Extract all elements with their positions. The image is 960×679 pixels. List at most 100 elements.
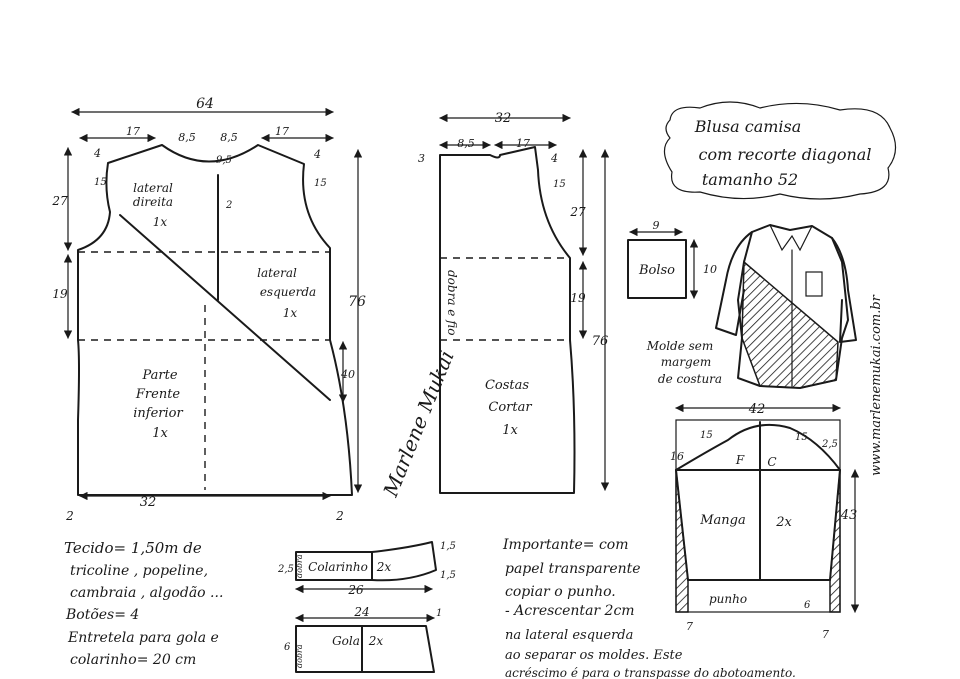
front-4-left: 4 xyxy=(93,147,101,160)
sleeve-front-letter: F xyxy=(735,453,745,467)
pocket-piece: 9 Bolso 10 xyxy=(627,219,717,299)
collar-dobra: dobra xyxy=(295,554,304,578)
pocket-height: 10 xyxy=(703,263,717,276)
materials-line5: Entretela para gola e xyxy=(67,630,219,646)
title-line1: Blusa camisa xyxy=(694,117,802,136)
pocket-outline xyxy=(627,239,687,299)
front-diagonal-cut xyxy=(119,214,331,401)
front-19: 19 xyxy=(52,287,68,301)
note-line7: acréscimo é para o transpasse do abotoam… xyxy=(505,666,796,679)
back-outline xyxy=(439,146,576,494)
blouse-left-sleeve xyxy=(715,231,753,336)
front-2-left: 2 xyxy=(65,509,74,523)
back-width: 32 xyxy=(495,111,512,126)
front-top-17-right: 17 xyxy=(275,125,289,138)
no-seam-line2: margem xyxy=(661,355,711,369)
front-15-left: 15 xyxy=(94,177,107,188)
sleeve-cuff-label: punho xyxy=(709,592,747,606)
blouse-diagonal-panel xyxy=(741,260,839,389)
back-17: 17 xyxy=(516,137,530,150)
collar-label: Colarinho xyxy=(308,560,368,574)
back-85: 8,5 xyxy=(457,137,475,150)
front-95: 9,5 xyxy=(216,155,232,166)
parte-frente-count: 1x xyxy=(152,426,168,441)
sleeve-43: 43 xyxy=(840,508,858,523)
no-seam-line3: de costura xyxy=(658,372,722,386)
materials-note: Tecido= 1,50m de tricoline , popeline, c… xyxy=(64,539,223,668)
front-width-label: 64 xyxy=(196,96,214,112)
materials-line2: tricoline , popeline, xyxy=(70,563,208,579)
band-6: 6 xyxy=(284,642,291,653)
title-cloud: Blusa camisa com recorte diagonal tamanh… xyxy=(663,101,897,200)
lateral-direita-line2: direita xyxy=(133,195,173,209)
blouse-pocket xyxy=(805,271,823,297)
note-line3: copiar o punho. xyxy=(505,584,616,600)
parte-frente-line1: Parte xyxy=(141,368,177,383)
collar-15-top: 1,5 xyxy=(440,541,456,552)
lateral-direita-line1: lateral xyxy=(133,181,173,195)
collar-15-bottom: 1,5 xyxy=(440,570,456,581)
lateral-direita-count: 1x xyxy=(153,215,168,229)
signature: Marlene Mukai xyxy=(378,347,459,501)
lateral-esquerda-count: 1x xyxy=(283,306,298,320)
back-fold-label: dobra e fio xyxy=(445,270,459,335)
front-top-85-left: 8,5 xyxy=(178,131,196,144)
front-outline xyxy=(77,144,353,496)
lateral-esquerda-line1: lateral xyxy=(257,266,297,280)
collar-25: 2,5 xyxy=(277,564,294,575)
sleeve-6: 6 xyxy=(804,600,811,611)
front-pattern: 64 17 8,5 8,5 17 27 19 76 40 4 4 9,5 15 … xyxy=(51,96,366,523)
note-line4: - Acrescentar 2cm xyxy=(505,603,635,619)
back-4: 4 xyxy=(550,152,558,165)
front-76: 76 xyxy=(348,294,366,310)
sleeve-right-seam xyxy=(829,469,841,613)
front-2-right: 2 xyxy=(335,509,344,523)
band-length: 24 xyxy=(353,605,369,619)
back-3: 3 xyxy=(418,152,425,165)
no-seam-line1: Molde sem xyxy=(646,339,714,353)
collar-piece: dobra Colarinho 2x 2,5 1,5 1,5 26 xyxy=(277,541,456,597)
blouse-body xyxy=(737,224,849,389)
back-19: 19 xyxy=(570,291,586,305)
sleeve-7-right: 7 xyxy=(822,628,829,641)
sleeve-back-letter: C xyxy=(767,455,776,469)
materials-line1: Tecido= 1,50m de xyxy=(64,539,202,557)
note-line1: Importante= com xyxy=(502,537,629,553)
pocket-width: 9 xyxy=(653,219,660,232)
title-cloud-outline xyxy=(663,101,897,200)
blouse-collar xyxy=(769,224,813,252)
costas-line2: Cortar xyxy=(488,400,532,415)
band-1: 1 xyxy=(436,608,442,619)
band-label: Gola xyxy=(332,634,360,648)
website-url: www.marlenemukai.com.br xyxy=(869,294,884,476)
sleeve-25: 2,5 xyxy=(821,439,838,450)
blouse-illustration xyxy=(715,224,857,389)
title-line3: tamanho 52 xyxy=(702,170,798,189)
back-15: 15 xyxy=(553,179,566,190)
title-line2: com recorte diagonal xyxy=(699,145,872,164)
collar-count: 2x xyxy=(376,560,392,574)
band-piece: 24 dobra Gola 2x 6 1 xyxy=(284,605,442,673)
sleeve-count: 2x xyxy=(775,515,792,530)
materials-line6: colarinho= 20 cm xyxy=(70,652,196,668)
sleeve-15-right: 15 xyxy=(795,432,808,443)
lateral-esquerda-line2: esquerda xyxy=(260,285,316,299)
sleeve-width: 42 xyxy=(748,402,766,417)
sleeve-left-seam xyxy=(675,469,689,613)
front-bottom-32: 32 xyxy=(140,495,157,510)
back-pattern: 32 8,5 17 dobra e fio 3 4 15 27 19 76 Co… xyxy=(418,111,610,494)
collar-length: 26 xyxy=(347,583,364,597)
front-27: 27 xyxy=(51,194,68,208)
band-outline xyxy=(295,625,435,673)
front-top-85-right: 8,5 xyxy=(220,131,238,144)
pocket-label: Bolso xyxy=(638,263,675,278)
band-dobra: dobra xyxy=(295,644,304,668)
sleeve-15-left: 15 xyxy=(700,430,713,441)
sleeve-piece: 42 16 15 15 2,5 F C Manga 2x punho 6 43 … xyxy=(670,402,860,641)
sleeve-16: 16 xyxy=(670,450,684,463)
front-15-right: 15 xyxy=(314,178,327,189)
front-4-right: 4 xyxy=(313,148,321,161)
parte-frente-line3: inferior xyxy=(133,406,183,421)
parte-frente-line2: Frente xyxy=(135,387,181,402)
